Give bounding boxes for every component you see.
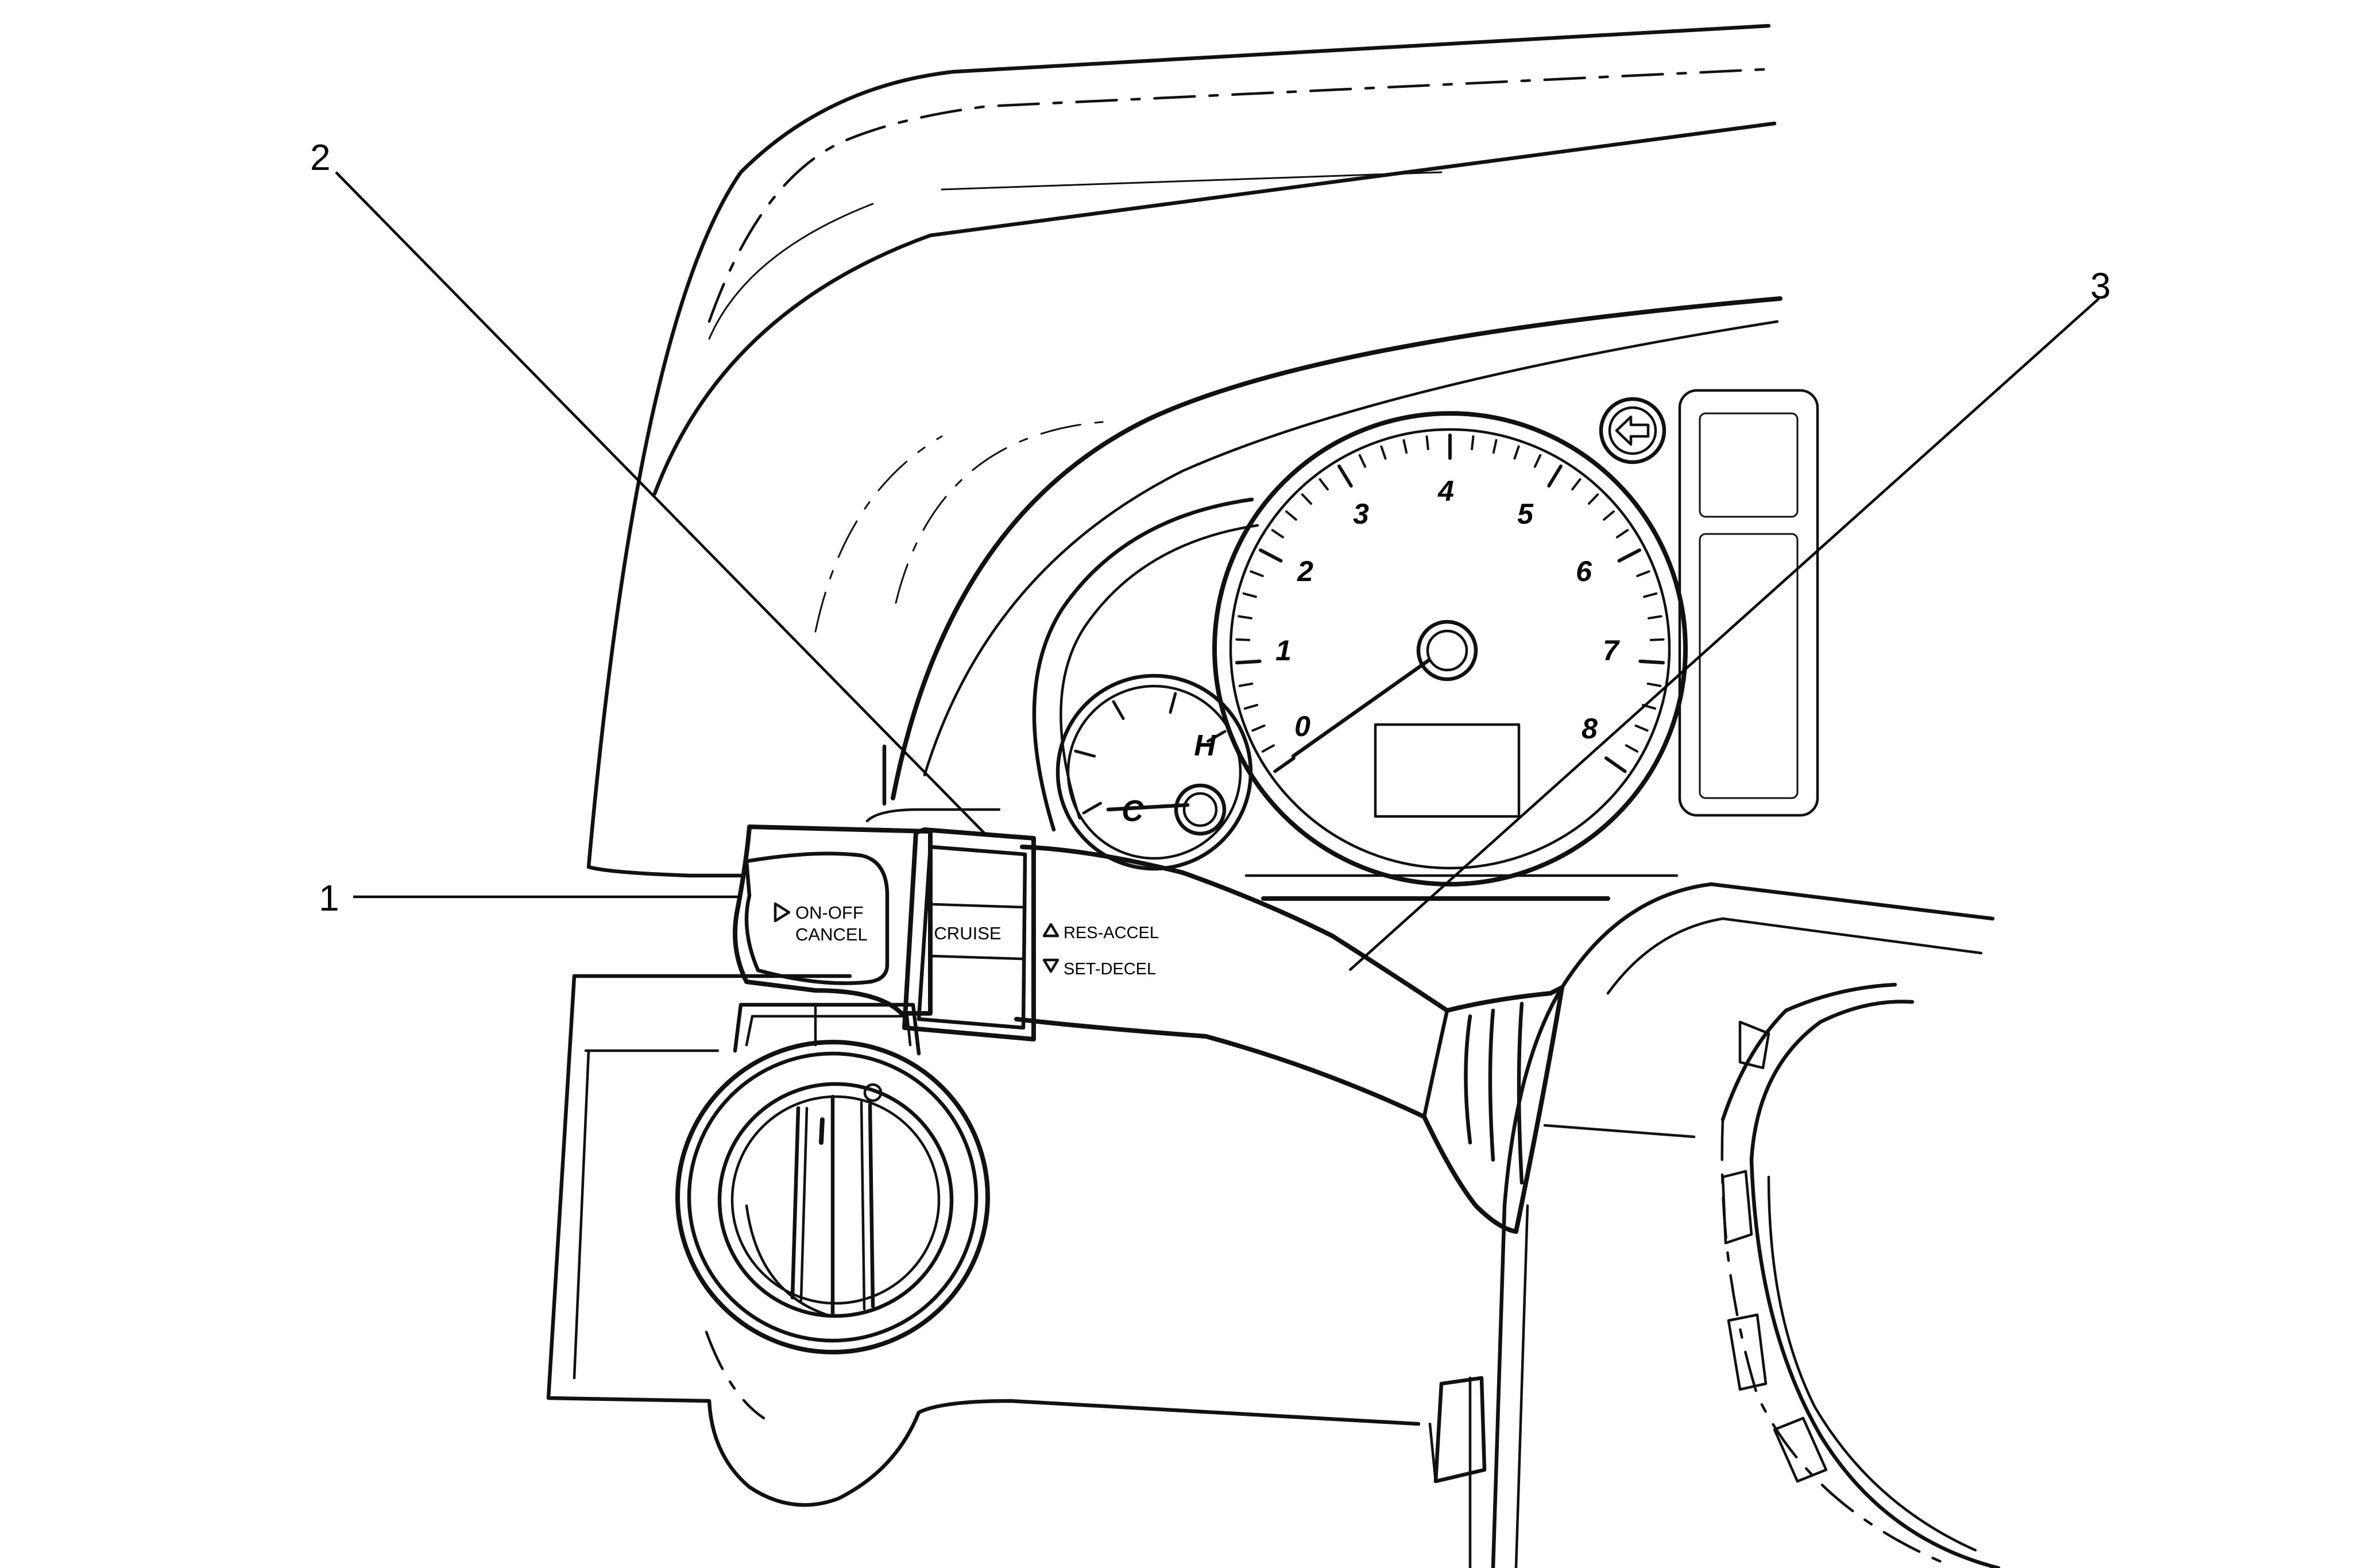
cancel-label: CANCEL: [795, 924, 868, 944]
tachometer-tick: [1547, 464, 1563, 488]
tachometer-tick: [1250, 570, 1264, 578]
tachometer-tick: [1271, 529, 1284, 539]
tachometer-tick: [1571, 478, 1582, 491]
tach-number-8: 8: [1582, 713, 1598, 745]
lower-knee-panel: [546, 974, 1421, 1507]
tachometer-needle: [1291, 658, 1431, 758]
cruise-label: CRUISE: [934, 923, 1001, 943]
temp-label-cold: C: [1122, 795, 1144, 828]
callout-leaders: [335, 171, 2100, 971]
triangle-right-icon: [774, 902, 791, 923]
tachometer-tick: [1238, 682, 1254, 687]
temperature-ticks: [1074, 692, 1227, 815]
tachometer-tick: [1337, 464, 1353, 488]
tach-number-4: 4: [1437, 475, 1454, 507]
leader-line-3: [1348, 297, 2100, 971]
tachometer-tick: [1261, 744, 1275, 753]
steering-column: [1428, 882, 2001, 1568]
tachometer-tick: [1625, 744, 1639, 753]
tachometer-tick: [1643, 592, 1658, 598]
tachometer-tick: [1646, 682, 1662, 687]
res-accel-label: RES-ACCEL: [1064, 924, 1159, 942]
triangle-down-icon: [1042, 958, 1060, 973]
tachometer-tick: [1647, 615, 1662, 620]
left-arrow-icon: [1615, 415, 1650, 446]
callout-2: 2: [310, 137, 331, 178]
tachometer-tick: [1471, 435, 1475, 451]
leader-line-2: [335, 171, 988, 837]
tachometer-tick: [1402, 439, 1408, 454]
cruise-control-lever[interactable]: ON-OFF CANCEL CRUISE RES-ACCEL SET-DECEL: [733, 824, 1564, 1234]
temperature-tick: [1074, 749, 1096, 758]
tachometer-tick: [1604, 756, 1627, 773]
tachometer: 0 1 2 3 4 5 6 7 8: [1212, 411, 1688, 886]
tach-number-1: 1: [1275, 634, 1292, 667]
tachometer-tick: [1242, 592, 1257, 598]
temperature-tick: [1207, 730, 1227, 743]
tachometer-ticks: [1235, 433, 1665, 773]
tachometer-numbers: 0 1 2 3 4 5 6 7 8: [1275, 475, 1620, 745]
instrument-cluster: [1032, 389, 1819, 901]
tachometer-tick: [1634, 724, 1649, 732]
tach-number-2: 2: [1297, 555, 1313, 587]
tachometer-display: [1374, 723, 1521, 818]
tachometer-tick: [1513, 445, 1520, 460]
temperature-tick: [1112, 700, 1125, 720]
temperature-tick: [1082, 802, 1102, 815]
tachometer-tick: [1380, 445, 1387, 460]
temperature-tick: [1169, 692, 1177, 714]
tachometer-tick: [1636, 570, 1650, 578]
tachometer-tick: [1251, 724, 1266, 732]
tach-number-3: 3: [1353, 498, 1369, 530]
tach-number-6: 6: [1576, 555, 1592, 587]
tachometer-tick: [1617, 548, 1641, 563]
temp-label-hot: H: [1194, 729, 1216, 762]
tachometer-tick: [1425, 435, 1429, 451]
on-off-cancel-button[interactable]: [744, 851, 890, 985]
tachometer-tick: [1588, 493, 1599, 505]
tachometer-tick: [1638, 659, 1665, 665]
tachometer-tick: [1235, 659, 1262, 665]
tachometer-tick: [1273, 756, 1296, 773]
triangle-up-icon: [1042, 923, 1060, 938]
tach-number-5: 5: [1517, 498, 1534, 530]
headlamp-switch[interactable]: [675, 1002, 990, 1354]
dashboard-outline: [586, 24, 1782, 878]
callout-3: 3: [2090, 265, 2111, 307]
tachometer-tick: [1238, 615, 1253, 620]
callout-numbers: 1 2 3: [310, 137, 2111, 919]
tach-number-7: 7: [1603, 634, 1620, 667]
tachometer-tick: [1243, 703, 1258, 710]
tachometer-tick: [1285, 510, 1297, 521]
tachometer-tick: [1358, 454, 1367, 468]
callout-1: 1: [319, 877, 339, 919]
set-decel-label: SET-DECEL: [1064, 960, 1156, 978]
tachometer-tick: [1259, 548, 1283, 563]
tachometer-tick: [1492, 439, 1498, 454]
tachometer-tick: [1603, 510, 1615, 521]
tachometer-tick: [1318, 478, 1329, 491]
tach-number-0: 0: [1294, 710, 1310, 742]
temperature-needle: [1106, 803, 1190, 812]
on-off-label: ON-OFF: [795, 903, 864, 923]
tachometer-tick: [1533, 454, 1542, 468]
left-arrow-button[interactable]: [1599, 397, 1666, 464]
tachometer-tick: [1616, 529, 1629, 539]
temperature-gauge: H C: [1055, 673, 1253, 871]
tachometer-tick: [1301, 493, 1312, 505]
